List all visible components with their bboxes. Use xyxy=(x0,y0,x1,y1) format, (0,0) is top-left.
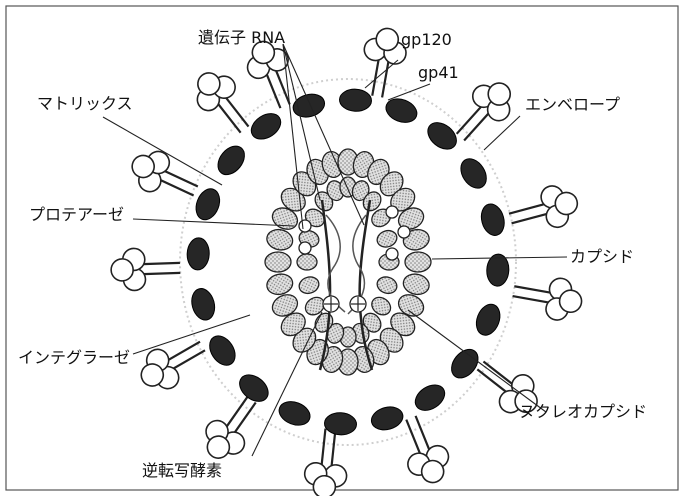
matrix-protein xyxy=(192,185,224,223)
spike xyxy=(505,180,583,238)
matrix-protein xyxy=(213,141,250,180)
capsid-protein xyxy=(375,274,399,295)
label-capsid: カプシド xyxy=(570,247,634,266)
gp41-stalk xyxy=(332,430,336,467)
capsid-protein xyxy=(297,274,321,295)
matrix-protein xyxy=(369,404,406,434)
matrix-protein xyxy=(339,88,372,112)
matrix-protein xyxy=(276,397,314,429)
matrix-protein xyxy=(472,301,504,339)
gp41-stalk xyxy=(168,342,200,361)
gp41-stalk xyxy=(483,361,512,384)
protease xyxy=(299,242,311,254)
label-integrase: インテグラーゼ xyxy=(18,348,130,367)
gp41-stalk xyxy=(477,369,506,392)
capsid-protein xyxy=(375,228,399,249)
spike xyxy=(132,328,213,399)
matrix-protein xyxy=(446,344,483,383)
matrix-protein xyxy=(188,286,218,323)
leader-line xyxy=(484,116,520,150)
matrix-layer xyxy=(186,88,509,435)
capsid-protein xyxy=(401,272,431,297)
label-genome-rna: 遺伝子 RNA xyxy=(198,28,285,47)
spike xyxy=(110,247,180,291)
gp41-stalk xyxy=(512,214,548,224)
gp41-stalk xyxy=(382,61,388,97)
spike xyxy=(124,143,204,210)
leader-line xyxy=(365,60,398,88)
gp41-stalk xyxy=(143,263,180,264)
capsid-protein xyxy=(265,252,291,272)
capsid-protein xyxy=(265,227,295,252)
matrix-protein xyxy=(456,154,492,193)
matrix-protein xyxy=(478,201,508,238)
gp41-stalk xyxy=(173,350,205,369)
label-protease: プロテアーゼ xyxy=(29,205,124,224)
leader-line xyxy=(133,219,294,226)
spike xyxy=(510,270,585,323)
label-reverse-transcriptase: 逆転写酵素 xyxy=(142,461,222,480)
capsid-protein xyxy=(265,272,295,297)
gp41-stalk xyxy=(509,204,545,214)
capsid-layer xyxy=(265,149,431,375)
matrix-protein xyxy=(247,108,286,144)
gp41-stalk xyxy=(514,286,550,292)
gp41-stalk xyxy=(226,97,249,126)
gp120-head xyxy=(111,259,134,282)
label-envelope: エンベロープ xyxy=(525,95,620,114)
gp41-stalk xyxy=(322,429,326,466)
protease xyxy=(386,206,398,218)
matrix-protein xyxy=(291,91,328,121)
matrix-protein xyxy=(411,380,450,416)
gp41-stalk xyxy=(226,397,247,427)
label-nucleocapsid: ヌクレオカプシド xyxy=(519,402,647,421)
label-gp41: gp41 xyxy=(418,63,459,82)
gp41-stalk xyxy=(218,104,241,133)
gp41-stalk xyxy=(513,296,549,302)
matrix-protein xyxy=(204,331,240,370)
gp41-stalk xyxy=(235,402,256,432)
protease xyxy=(398,226,410,238)
protease xyxy=(386,248,398,260)
gp41-stalk xyxy=(464,113,489,140)
label-matrix: マトリックス xyxy=(37,94,133,113)
matrix-protein xyxy=(324,412,357,436)
gp41-stalk xyxy=(457,106,482,133)
gp41-stalk xyxy=(143,273,180,274)
capsid-protein xyxy=(297,254,317,270)
spike xyxy=(302,427,351,496)
protease xyxy=(299,220,311,232)
matrix-protein xyxy=(235,370,274,407)
capsid-protein xyxy=(405,252,431,272)
label-gp120: gp120 xyxy=(401,30,452,49)
envelope-outline xyxy=(180,79,516,445)
matrix-protein xyxy=(186,237,210,270)
leader-line xyxy=(103,117,222,185)
